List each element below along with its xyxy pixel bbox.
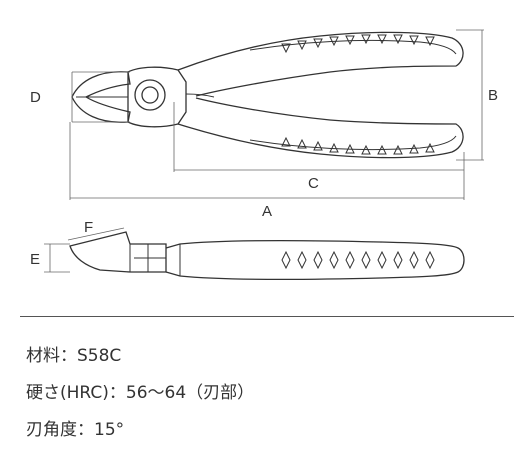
spec-separator: ： [60,346,77,366]
joint-body [127,66,187,128]
spring [185,93,215,98]
pliers-side-view [69,231,465,280]
spec-label: 硬さ(HRC) [26,383,109,403]
spec-separator: ： [77,420,94,440]
pivot-circle [134,79,166,111]
dim-label-a: A [262,203,272,220]
lower-grip-pattern [281,136,435,155]
divider-line [20,316,514,317]
dim-label-c: C [308,175,319,192]
spec-label: 刃角度 [26,420,77,440]
pliers-top-view [71,31,464,159]
spec-blade-angle: 刃角度：15° [26,418,254,455]
dim-label-e: E [30,251,40,268]
spec-list: 材料：S58C 硬さ(HRC)：56〜64（刃部） 刃角度：15° [26,344,254,455]
lower-handle [177,97,464,159]
spec-material: 材料：S58C [26,344,254,381]
side-handle [165,240,465,280]
side-grip-pattern [281,250,435,270]
spec-value: 15° [94,420,125,440]
spec-value: 56〜64（刃部） [125,383,255,403]
dim-label-d: D [30,89,41,106]
spec-value: S58C [77,346,122,366]
spec-hardness: 硬さ(HRC)：56〜64（刃部） [26,381,254,418]
dim-label-b: B [488,87,498,104]
pliers-technical-drawing: D B C A F E [30,29,498,280]
upper-grip-pattern [281,34,435,54]
spec-separator: ： [108,383,126,403]
spec-label: 材料 [26,346,60,366]
upper-handle [177,31,464,97]
side-head [69,231,167,273]
dimension-lines [44,29,484,273]
dim-label-f: F [84,219,93,236]
